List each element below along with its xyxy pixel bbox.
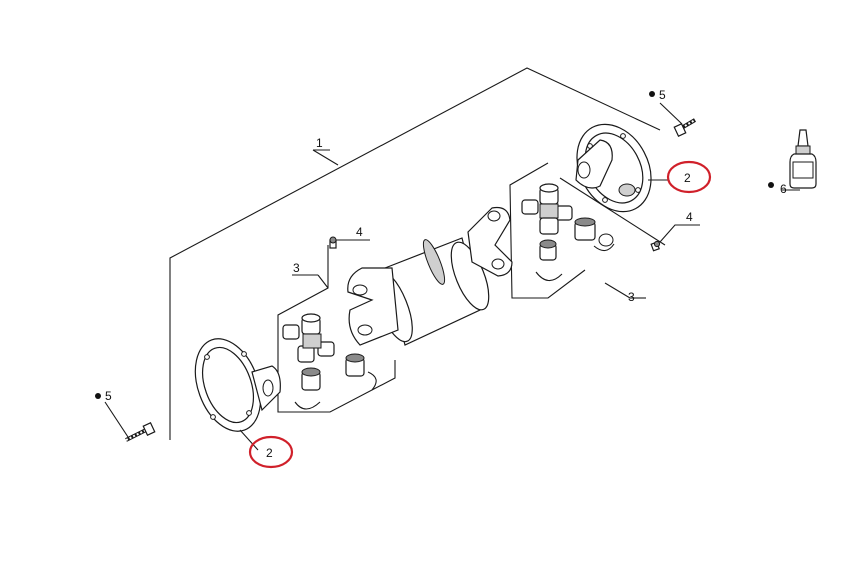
right-bolt-marker: [649, 91, 655, 97]
adhesive-marker: [768, 182, 774, 188]
callout-2-right: 2: [684, 171, 691, 185]
callout-5-right: 5: [659, 88, 666, 102]
left-bolt-icon: [104, 401, 156, 442]
right-bolt-icon: [659, 102, 697, 138]
left-ujoint-bracket: [277, 245, 396, 413]
assembly-bracket: [169, 67, 661, 440]
left-cross-joint: [282, 313, 377, 410]
adhesive-bottle-icon: [782, 129, 817, 191]
callout-1: 1: [316, 136, 323, 150]
left-grease-nipple-icon: [329, 236, 370, 249]
highlight-ring-left: [248, 435, 294, 469]
right-ujoint-bracket: [509, 162, 666, 299]
left-flange-yoke: [194, 338, 281, 451]
callout-4-left: 4: [356, 225, 363, 239]
highlight-ring-right: [666, 160, 712, 194]
center-shaft-tube: [347, 206, 513, 346]
callout-2-left: 2: [266, 446, 273, 460]
right-flange-yoke: [575, 123, 668, 213]
left-bolt-marker: [95, 393, 101, 399]
right-cross-joint: [521, 183, 615, 282]
callout-6: 6: [780, 182, 787, 196]
callout-5-left: 5: [105, 389, 112, 403]
right-grease-nipple-icon: [650, 224, 700, 252]
callout-3-right: 3: [628, 290, 635, 304]
callout-3-left: 3: [293, 261, 300, 275]
callout-4-right: 4: [686, 210, 693, 224]
